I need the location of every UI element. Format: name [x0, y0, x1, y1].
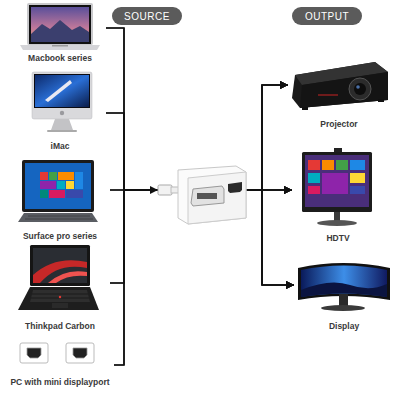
connector	[110, 85, 288, 283]
imac-illustration	[32, 72, 92, 132]
connector	[106, 113, 294, 285]
device-label: Display	[329, 321, 359, 332]
section-header: SOURCE	[112, 7, 182, 25]
device-label: HDTV	[326, 233, 349, 244]
connector	[106, 28, 292, 190]
section-header: OUTPUT	[292, 7, 362, 25]
connector	[106, 28, 288, 190]
projector-illustration	[292, 62, 388, 110]
hdtv-illustration	[302, 148, 372, 226]
output-device: HDTV	[292, 146, 384, 244]
device-label: PC with mini displayport	[10, 377, 109, 388]
thinkpad-illustration	[18, 245, 99, 310]
device-label: Thinkpad Carbon	[25, 321, 95, 332]
source-device: Macbook series	[14, 2, 106, 64]
source-device: PC with mini displayport	[6, 340, 114, 388]
device-label: iMac	[51, 141, 70, 152]
device-label: Surface pro series	[23, 231, 97, 242]
surface-illustration	[18, 160, 98, 222]
header-text: SOURCE	[124, 11, 170, 22]
header-text: OUTPUT	[305, 11, 349, 22]
device-label: Projector	[320, 119, 357, 130]
display-illustration	[298, 263, 390, 311]
source-device: Thinkpad Carbon	[10, 244, 110, 332]
macbook-illustration	[20, 3, 100, 50]
output-device: Projector	[288, 52, 390, 130]
adapter-illustration	[150, 166, 246, 224]
connector	[106, 28, 294, 285]
output-device: Display	[294, 258, 394, 332]
mini-displayport-icons	[20, 343, 94, 363]
device-label: Macbook series	[28, 53, 92, 64]
source-device: Surface pro series	[10, 160, 110, 242]
source-device: iMac	[14, 70, 106, 152]
